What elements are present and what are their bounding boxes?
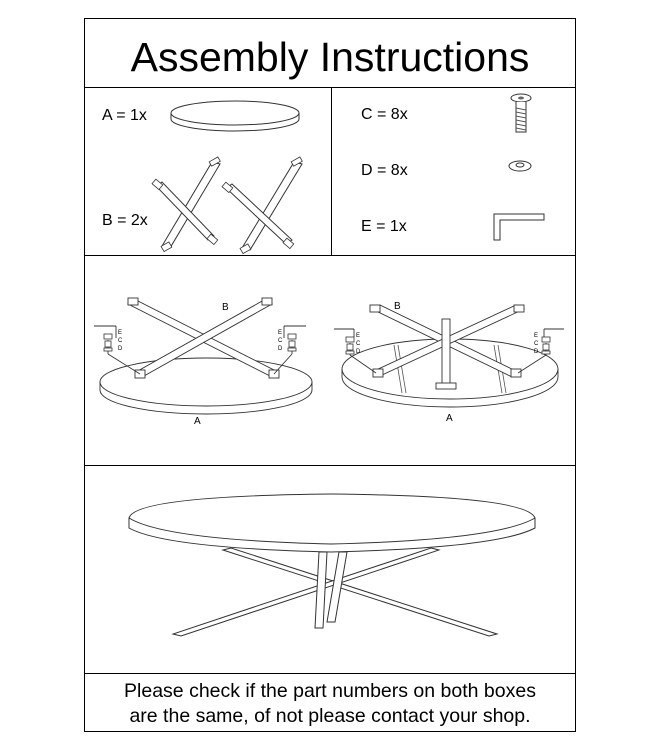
- divider: [85, 255, 575, 256]
- step-2-diagram: B A E C D E C D: [334, 301, 564, 424]
- instruction-sheet: Assembly Instructions Please check if th…: [84, 18, 576, 732]
- divider: [85, 465, 575, 466]
- diagram-label-c: C: [356, 341, 361, 347]
- diagram-label-c: C: [118, 338, 123, 344]
- table-top-illustration: [170, 100, 300, 132]
- part-e-label: E = 1x: [361, 218, 407, 235]
- leg-frame-illustration: [151, 156, 303, 255]
- part-d-label: D = 8x: [361, 162, 408, 179]
- diagram-label-d: D: [118, 346, 123, 352]
- diagram-label-b: B: [394, 301, 401, 312]
- hex-key-icon: [493, 213, 545, 241]
- diagram-label-d: D: [534, 349, 539, 355]
- part-a-label: A = 1x: [102, 107, 147, 124]
- diagram-label-a: A: [194, 416, 201, 427]
- washer-icon: [508, 160, 532, 172]
- diagram-label-b: B: [222, 302, 229, 313]
- note-line: Please check if the part numbers on both…: [124, 680, 536, 702]
- diagram-label-e: E: [534, 333, 538, 339]
- page-title: Assembly Instructions: [130, 34, 530, 80]
- shop-note: Please check if the part numbers on both…: [85, 679, 575, 729]
- diagram-label-d: D: [356, 349, 361, 355]
- step-1-diagram: B A E C D E C D: [94, 297, 313, 427]
- divider: [331, 87, 332, 255]
- divider: [85, 673, 575, 674]
- bolt-icon: [510, 93, 532, 133]
- diagram-label-a: A: [446, 413, 453, 424]
- diagram-label-e: E: [278, 330, 282, 336]
- part-b-label: B = 2x: [102, 212, 148, 229]
- note-line: are the same, of not please contact your…: [129, 705, 531, 727]
- diagram-label-c: C: [534, 341, 539, 347]
- part-c-label: C = 8x: [361, 106, 408, 123]
- diagram-label-c: C: [278, 338, 283, 344]
- divider: [85, 87, 575, 88]
- diagram-label-e: E: [118, 330, 122, 336]
- diagram-label-d: D: [278, 346, 283, 352]
- assembled-table-illustration: [128, 493, 536, 637]
- diagram-label-e: E: [356, 333, 360, 339]
